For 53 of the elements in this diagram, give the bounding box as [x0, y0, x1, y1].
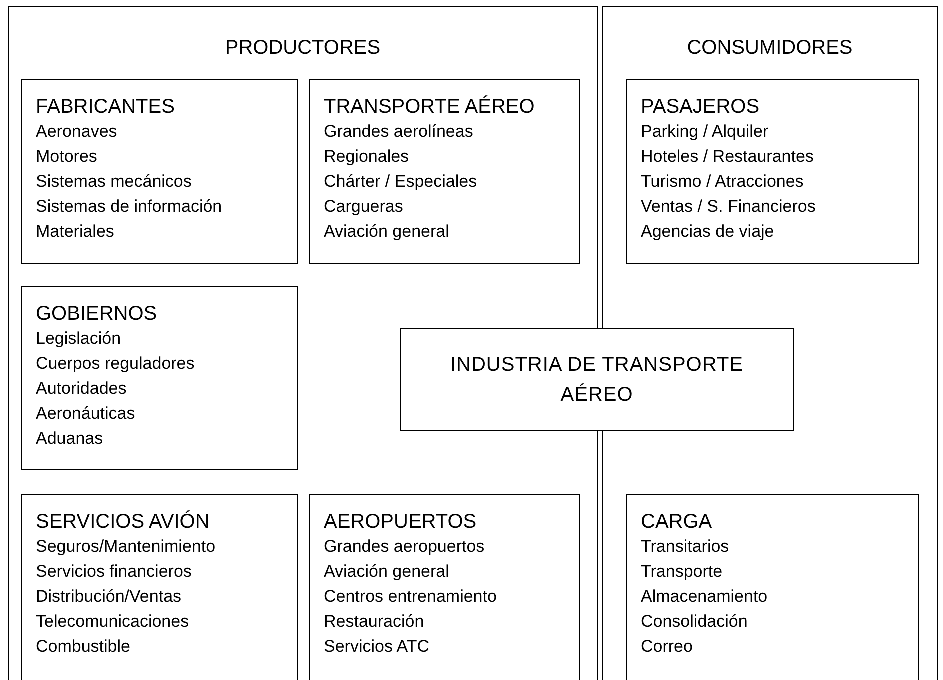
category-heading: PASAJEROS [641, 95, 761, 119]
category-heading: AEROPUERTOS [324, 510, 478, 534]
category-item: Centros entrenamiento [324, 586, 497, 608]
category-item: Parking / Alquiler [641, 121, 769, 143]
category-item: Autoridades [36, 378, 127, 400]
category-item: Distribución/Ventas [36, 586, 182, 608]
panel-heading: CONSUMIDORES [686, 37, 854, 60]
category-box [626, 79, 919, 264]
category-heading: CARGA [641, 510, 714, 534]
category-box [309, 79, 580, 264]
category-item: Sistemas mecánicos [36, 171, 192, 193]
category-item: Restauración [324, 611, 424, 633]
category-item: Chárter / Especiales [324, 171, 478, 193]
category-item: Servicios financieros [36, 561, 192, 583]
category-item: Turismo / Atracciones [641, 171, 804, 193]
category-item: Combustible [36, 636, 130, 658]
category-item: Consolidación [641, 611, 748, 633]
category-heading: GOBIERNOS [36, 302, 158, 326]
category-item: Legislación [36, 328, 122, 350]
category-item: Aeronáuticas [36, 403, 136, 425]
category-box [626, 494, 919, 680]
category-item: Almacenamiento [641, 586, 768, 608]
category-item: Sistemas de información [36, 196, 222, 218]
category-item: Transitarios [641, 536, 730, 558]
category-item: Grandes aeropuertos [324, 536, 485, 558]
category-heading: SERVICIOS AVIÓN [36, 510, 211, 534]
category-item: Ventas / S. Financieros [641, 196, 816, 218]
category-heading: FABRICANTES [36, 95, 176, 119]
category-item: Cuerpos reguladores [36, 353, 195, 375]
category-item: Motores [36, 146, 98, 168]
category-item: Materiales [36, 221, 114, 243]
category-box [21, 286, 298, 470]
category-item: Aviación general [324, 221, 450, 243]
category-box [21, 79, 298, 264]
category-item: Correo [641, 636, 693, 658]
category-item: Grandes aerolíneas [324, 121, 474, 143]
category-box [21, 494, 298, 680]
central-label: INDUSTRIA DE TRANSPORTE AÉREO [449, 352, 745, 408]
central-box [400, 328, 794, 431]
category-item: Aviación general [324, 561, 450, 583]
panel-heading: PRODUCTORES [224, 37, 382, 60]
category-item: Seguros/Mantenimiento [36, 536, 216, 558]
category-item: Transporte [641, 561, 723, 583]
category-item: Regionales [324, 146, 410, 168]
category-item: Servicios ATC [324, 636, 430, 658]
category-item: Cargueras [324, 196, 404, 218]
category-box [309, 494, 580, 680]
category-item: Aeronaves [36, 121, 118, 143]
category-item: Aduanas [36, 428, 104, 450]
category-heading: TRANSPORTE AÉREO [324, 95, 536, 119]
category-item: Agencias de viaje [641, 221, 774, 243]
category-item: Hoteles / Restaurantes [641, 146, 814, 168]
category-item: Telecomunicaciones [36, 611, 190, 633]
